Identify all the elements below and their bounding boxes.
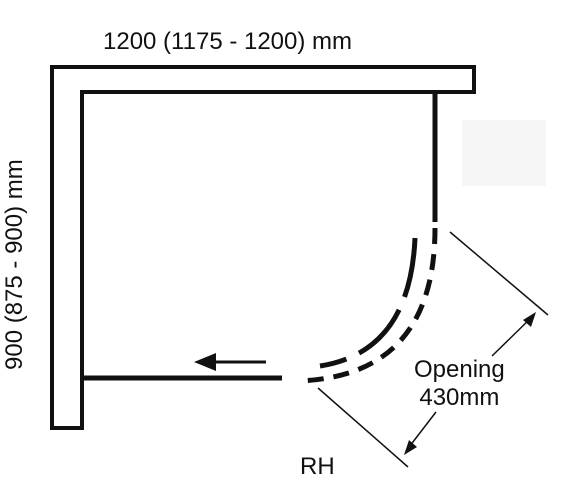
slide-direction-arrow-head — [194, 353, 216, 371]
depth-dimension-label: 900 (875 - 900) mm — [1, 159, 28, 370]
opening-dimension-label: Opening 430mm — [414, 356, 505, 412]
background-artifact — [462, 120, 546, 186]
curved-door-inner — [319, 237, 418, 369]
opening-label-title: Opening — [414, 356, 505, 383]
curved-door-outer — [299, 227, 438, 384]
opening-extension-line-top — [449, 231, 549, 316]
width-dimension-label: 1200 (1175 - 1200) mm — [103, 28, 353, 55]
opening-extension-line-bottom — [317, 387, 409, 468]
opening-label-value: 430mm — [419, 384, 500, 411]
opening-arrowhead-upper — [523, 312, 536, 327]
handing-label: RH — [300, 453, 335, 480]
opening-arrowhead-lower — [404, 440, 417, 455]
wall-outline — [50, 65, 476, 430]
